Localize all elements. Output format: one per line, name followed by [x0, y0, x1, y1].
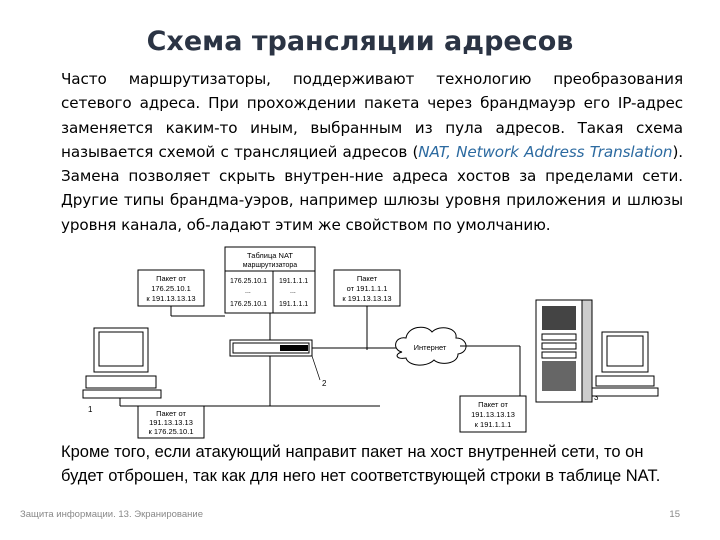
router-icon [229, 339, 313, 406]
svg-text:191.13.13.13: 191.13.13.13 [149, 418, 193, 427]
paragraph-text-2: ). Замена позволяет скрыть внутрен-ние а… [61, 142, 683, 234]
packet-top-left: Пакет от 176.25.10.1 к 191.13.13.13 [137, 269, 205, 307]
svg-text:к 191.13.13.13: к 191.13.13.13 [342, 294, 391, 303]
svg-text:к 191.13.13.13: к 191.13.13.13 [146, 294, 195, 303]
slide-title: Схема трансляции адресов [146, 26, 574, 57]
svg-text:от 191.1.1.1: от 191.1.1.1 [347, 284, 388, 293]
paragraph-highlight: NAT, Network Address Translation [418, 142, 673, 161]
svg-text:Пакет от: Пакет от [156, 409, 186, 418]
right-computer-icon [591, 331, 659, 397]
internet-cloud-icon: Интернет [395, 326, 467, 366]
svg-text:Пакет: Пакет [357, 274, 378, 283]
paragraph-text-1: Часто маршрутизаторы, поддерживают техно… [61, 70, 683, 161]
packet-bottom-right: Пакет от 191.13.13.13 к 191.1.1.1 [459, 395, 527, 433]
svg-text:к 191.1.1.1: к 191.1.1.1 [475, 420, 512, 429]
svg-text:191.13.13.13: 191.13.13.13 [471, 410, 515, 419]
note-text: Кроме того, если атакующий направит паке… [61, 443, 661, 485]
packet-bottom-left: Пакет от 191.13.13.13 к 176.25.10.1 [137, 405, 205, 439]
page-number: 15 [669, 509, 680, 520]
nat-row-2-right: ... [290, 288, 296, 295]
nat-table: Таблица NAT маршрутизатора 176.25.10.1 1… [224, 246, 316, 340]
left-computer-icon [82, 327, 162, 406]
packet-top-right: Пакет от 191.1.1.1 к 191.13.13.13 [333, 269, 401, 307]
label-2: 2 [322, 379, 327, 388]
nat-diagram: 1 2 Таблица NAT маршрутизатора 176.25.10… [82, 246, 659, 439]
footer-left: Защита информации. 13. Экранирование [20, 509, 203, 520]
svg-text:176.25.10.1: 176.25.10.1 [151, 284, 191, 293]
server-icon [535, 299, 593, 403]
slide-paragraph: Часто маршрутизаторы, поддерживают техно… [61, 67, 683, 237]
label-3: 3 [594, 393, 599, 402]
nat-row-1-left: 176.25.10.1 [230, 278, 267, 285]
svg-text:Пакет от: Пакет от [156, 274, 186, 283]
nat-table-title: Таблица NAT [247, 251, 293, 260]
nat-row-3-left: 176.25.10.1 [230, 301, 267, 308]
nat-table-subtitle: маршрутизатора [243, 262, 298, 269]
svg-text:к 176.25.10.1: к 176.25.10.1 [149, 427, 194, 436]
svg-text:Пакет от: Пакет от [478, 400, 508, 409]
label-1: 1 [88, 405, 93, 414]
nat-row-3-right: 191.1.1.1 [279, 301, 308, 308]
internet-label: Интернет [414, 343, 447, 352]
nat-row-1-right: 191.1.1.1 [279, 278, 308, 285]
nat-row-2-left: ... [245, 288, 251, 295]
